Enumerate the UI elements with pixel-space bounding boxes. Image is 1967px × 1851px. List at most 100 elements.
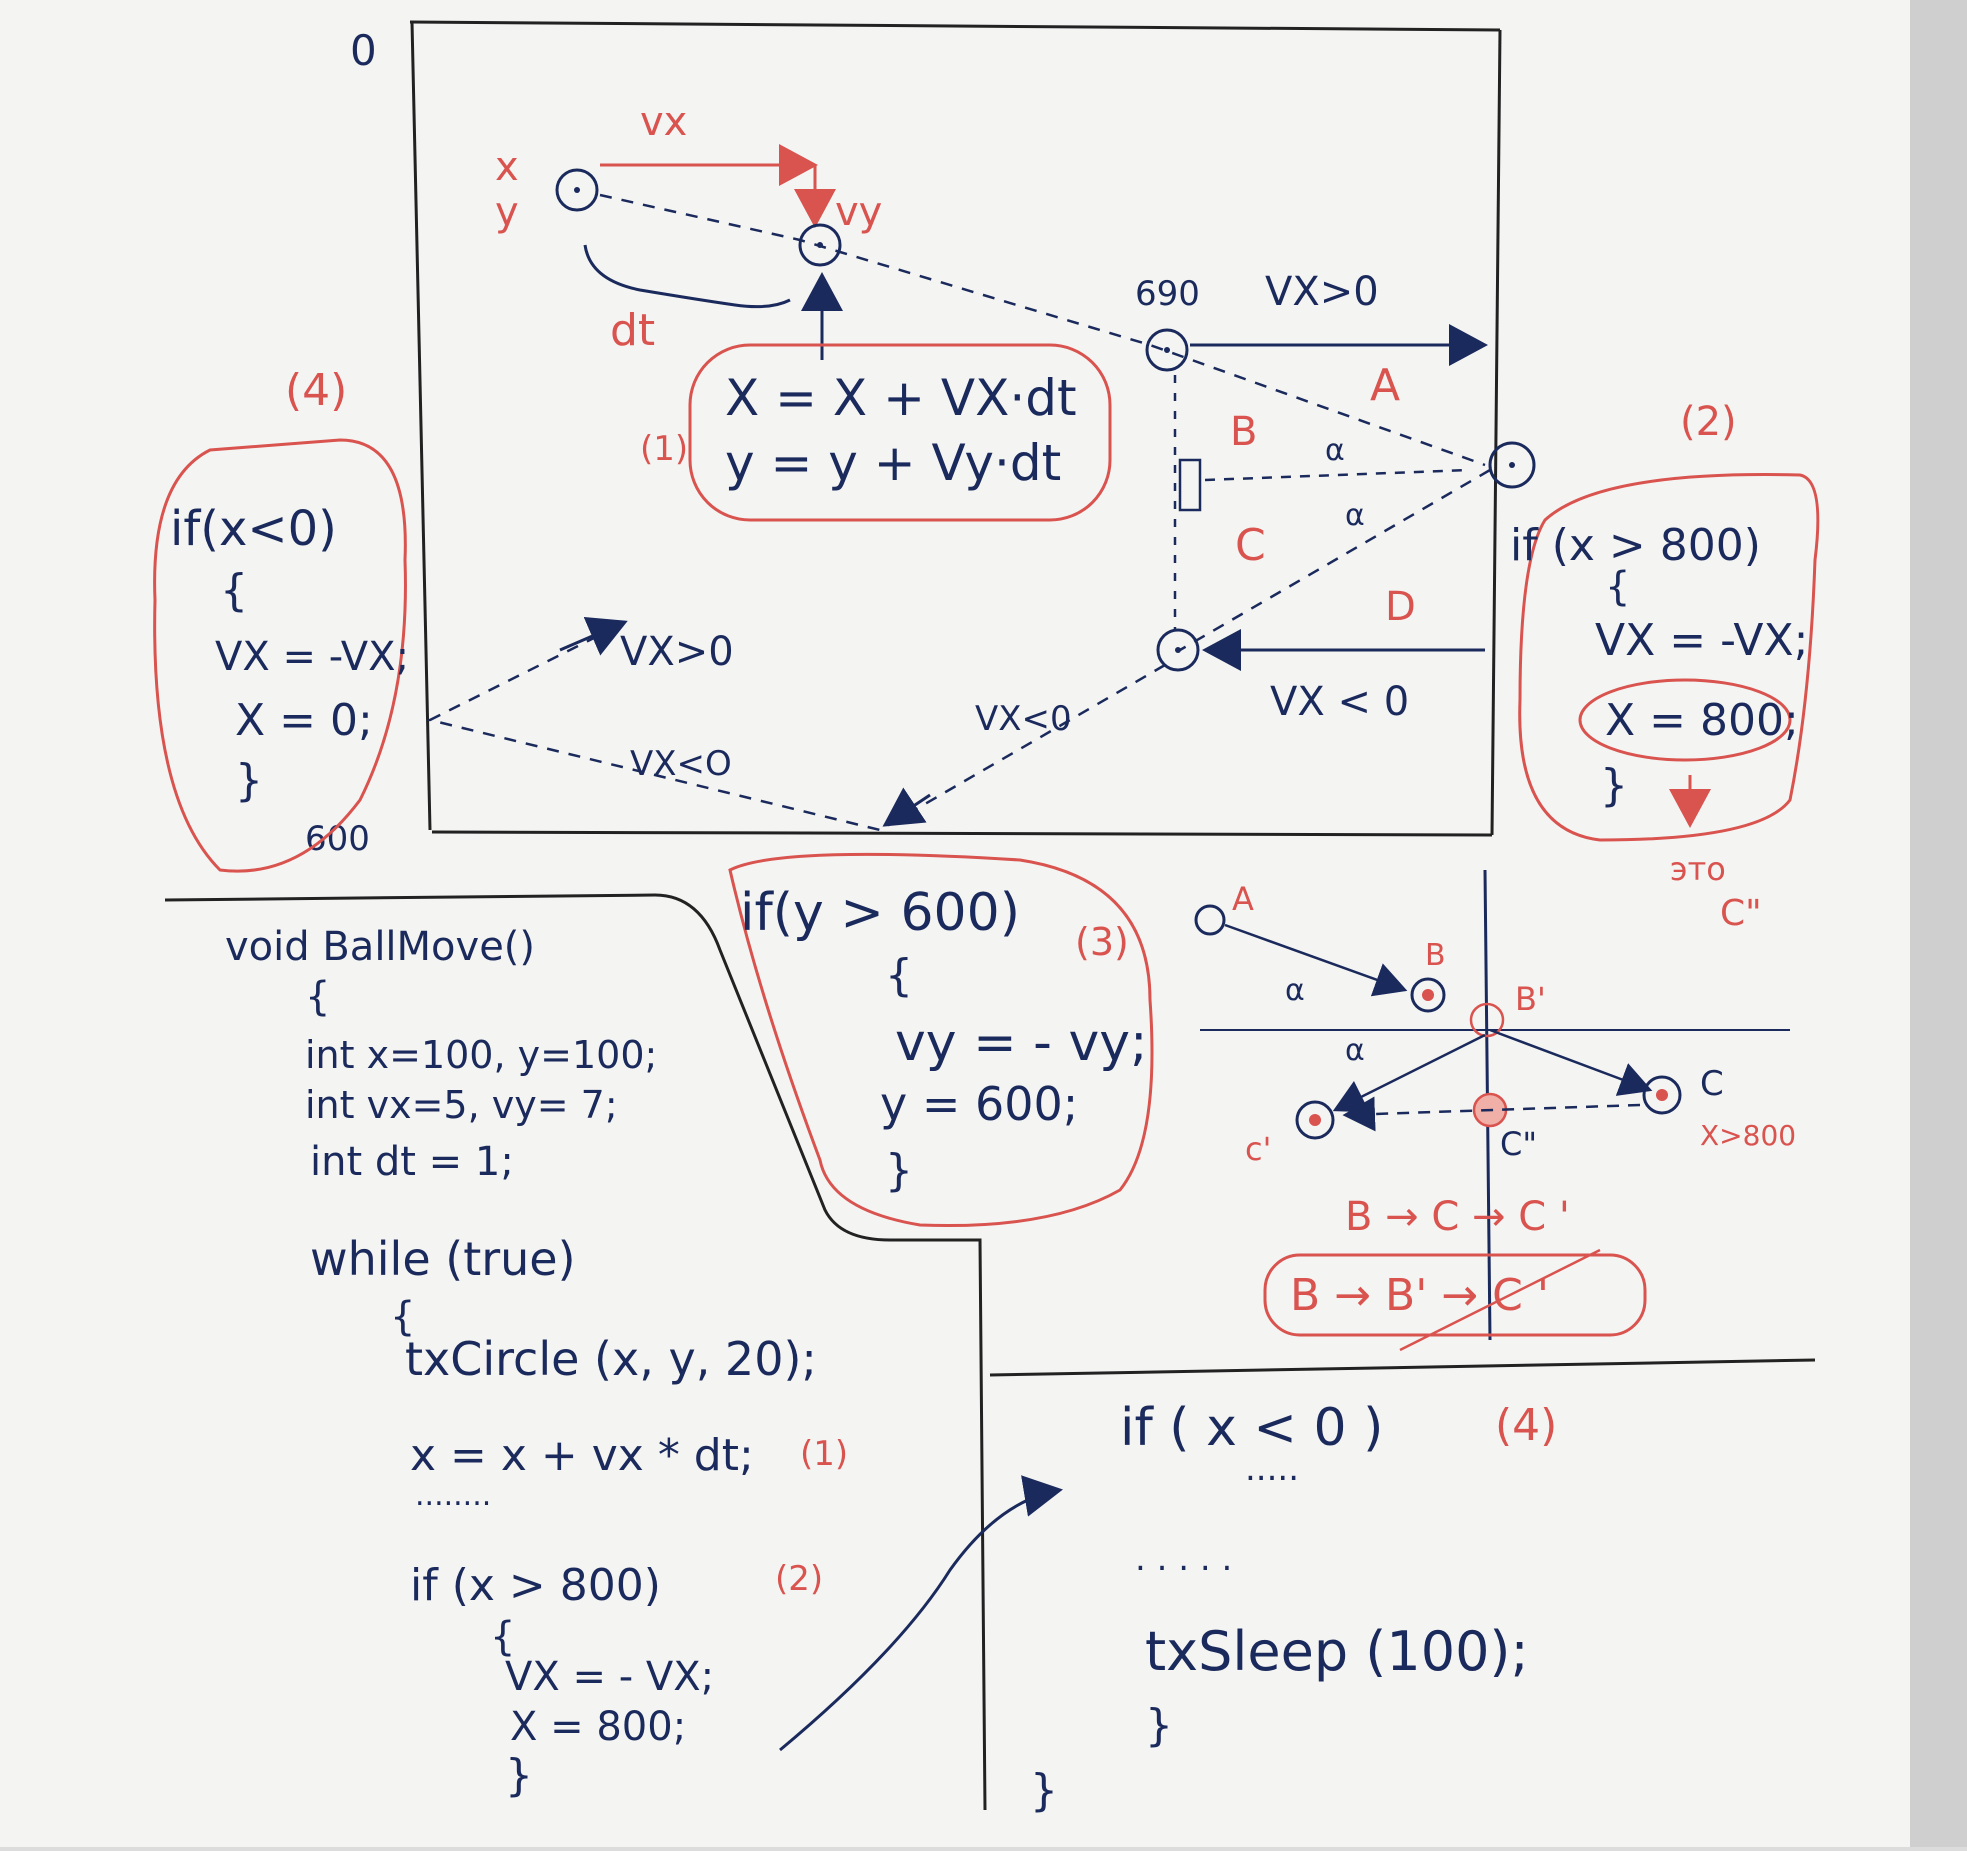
y-label: y (495, 189, 519, 235)
trajectory-bottom-left (426, 623, 1166, 832)
code-line-11-tag: (2) (775, 1559, 823, 1599)
x-690-label: 690 (1135, 274, 1200, 314)
right-rule-outline (1518, 473, 1820, 842)
code-line-2: { (305, 974, 330, 1020)
mirror-box (1178, 458, 1202, 512)
right-rule-line-2: X = 800; (1605, 695, 1799, 746)
refl-B-prime: B' (1515, 980, 1546, 1018)
code-line-12: { (490, 1614, 515, 1660)
left-rule-close: } (235, 755, 263, 806)
point-A-ball (1194, 904, 1226, 936)
ball-at-wall-center (1509, 462, 1515, 468)
arrow-to-bottom (882, 787, 931, 827)
code-divider-right (989, 1358, 1816, 1377)
paper (0, 0, 1910, 1847)
refl-C: C (1700, 1064, 1724, 1104)
corner-label-0: 0 (350, 26, 377, 75)
ball-next (798, 223, 842, 267)
bottom-rule-line-1: vy = - vy; (895, 1013, 1148, 1073)
angle-alpha-1: α (1325, 433, 1345, 468)
vx-positive-left: VX>0 (620, 629, 734, 675)
code-line-15: } (505, 1750, 533, 1801)
code-right-3: . . . . . (1135, 1539, 1232, 1579)
code-line-3: int x=100, y=100; (305, 1033, 657, 1077)
step-1-tag: (1) (640, 429, 688, 469)
code-line-9-tag: (1) (800, 1434, 848, 1474)
left-rule-open: { (220, 565, 248, 616)
vx-negative-diag: VX<0 (975, 699, 1072, 739)
vx-positive-top: VX>0 (1265, 269, 1379, 315)
right-rule-highlight (1578, 678, 1792, 762)
code-line-4: int vx=5, vy= 7; (305, 1083, 618, 1127)
left-rule-head: if(x<0) (170, 501, 337, 557)
vy-label: vy (835, 189, 882, 235)
point-B-ball (1410, 977, 1446, 1013)
step-3-tag: (3) (1075, 920, 1129, 964)
vx-label: vx (640, 99, 687, 145)
right-rule-line-1: VX = -VX; (1595, 615, 1808, 666)
vx-negative-bottom: VX<O (630, 744, 732, 784)
code-line-1: void BallMove() (225, 924, 535, 970)
bottom-rule-open: { (885, 950, 913, 1001)
formula-line-1: X = X + VX·dt (725, 369, 1077, 427)
left-rule-outline (153, 438, 407, 873)
note-line-2: C" (1720, 893, 1762, 934)
refl-cond: X>800 (1700, 1119, 1796, 1152)
point-B-dot (1422, 989, 1434, 1001)
code-line-14: X = 800; (510, 1704, 686, 1750)
code-line-10: ........ (415, 1478, 491, 1513)
ball-start-center (574, 187, 580, 193)
ball-reflected (1156, 628, 1200, 672)
dashed-C-Cprime (1342, 1096, 1641, 1132)
step-4-tag: (4) (285, 365, 347, 416)
point-D: D (1385, 584, 1416, 630)
point-Cprime-ball (1295, 1100, 1335, 1140)
ball-690-center (1164, 347, 1170, 353)
right-rule-head: if (x > 800) (1510, 520, 1761, 571)
horizontal-dashed (1204, 468, 1471, 482)
dt-brace (583, 244, 791, 309)
code-line-9: x = x + vx * dt; (410, 1430, 754, 1481)
code-divider-vertical (654, 893, 987, 1811)
code-line-6: while (true) (310, 1232, 576, 1286)
code-right-1: if ( x < 0 ) (1120, 1398, 1383, 1458)
refl-A: A (1232, 880, 1254, 918)
right-rule-close: } (1600, 760, 1628, 811)
continue-arrow (779, 1475, 1063, 1752)
vx-negative-right: VX < 0 (1270, 679, 1409, 725)
point-C-dot (1656, 1089, 1668, 1101)
right-rule-open: { (1605, 564, 1630, 610)
code-line-5: int dt = 1; (310, 1139, 514, 1185)
bottom-rule-head: if(y > 600) (740, 883, 1020, 943)
formula-line-2: y = y + Vy·dt (725, 434, 1061, 492)
left-rule-line-2: X = 0; (235, 695, 373, 746)
bottom-rule-outline (728, 852, 1154, 1228)
refl-C-dprime: C" (1500, 1125, 1537, 1163)
note-line-1: это (1670, 850, 1726, 888)
point-Cprime-dot (1309, 1114, 1321, 1126)
bottom-rule-close: } (885, 1145, 913, 1196)
angle-alpha-2: α (1345, 498, 1365, 533)
code-right-5: } (1145, 1700, 1173, 1751)
point-C-ball (1642, 1075, 1682, 1115)
refl-seq-2: B → B' → C ' (1290, 1270, 1549, 1321)
ray-B-C (1489, 1028, 1653, 1096)
code-end-brace: } (1030, 1765, 1058, 1816)
formula-box (688, 343, 1112, 522)
refl-seq-2-box (1263, 1253, 1647, 1337)
left-rule-line-1: VX = -VX; (215, 634, 409, 680)
ball-at-wall (1488, 441, 1536, 489)
refl-seq-2-cross (1399, 1248, 1601, 1352)
point-B: B (1230, 409, 1257, 455)
refl-B: B (1425, 938, 1446, 973)
dt-label: dt (610, 305, 655, 356)
refl-seq-1: B → C → C ' (1345, 1194, 1570, 1240)
arrow-vx-positive (559, 616, 628, 656)
screen-frame (409, 20, 1502, 837)
refl-alpha-1: α (1285, 973, 1305, 1008)
point-B-prime-ball (1469, 1002, 1505, 1038)
code-line-11: if (x > 800) (410, 1560, 661, 1611)
code-right-2: ..... (1245, 1449, 1299, 1489)
